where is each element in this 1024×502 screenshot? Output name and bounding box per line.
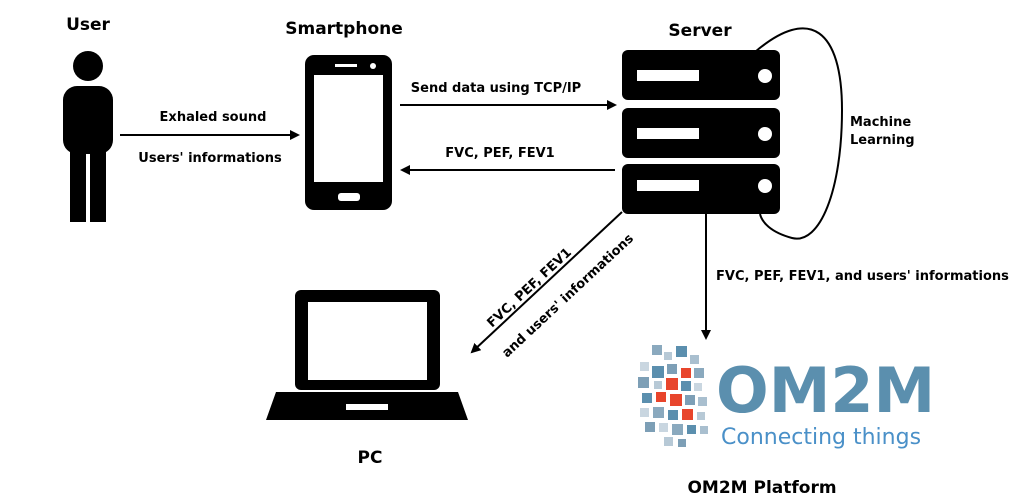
loop-label-1: Machine [850,115,911,130]
user-title: User [66,15,110,35]
smartphone-title: Smartphone [285,19,403,39]
loop-label-2: Learning [850,133,915,148]
server-to-platform-label: FVC, PEF, FEV1, and users' informations [716,269,1009,284]
server-title: Server [668,21,732,41]
laptop-icon [266,290,468,420]
server-to-pc-label-1: FVC, PEF, FEV1 [484,245,574,331]
machine-learning-loop [754,27,844,240]
smartphone-icon [305,55,392,210]
server-to-pc-arrow [470,211,623,354]
logo-mosaic [638,345,708,447]
server-icon [622,50,780,214]
om2m-logo: OM2M Connecting things [638,345,935,450]
pc-title: PC [358,448,383,468]
logo-tagline: Connecting things [721,425,921,450]
user-icon [63,51,113,222]
user-to-phone-label-1: Exhaled sound [160,110,267,125]
platform-title: OM2M Platform [687,478,836,498]
phone-to-server-label: Send data using TCP/IP [411,81,581,96]
logo-text: OM2M [716,354,935,427]
server-to-phone-label: FVC, PEF, FEV1 [445,146,554,161]
user-to-phone-label-2: Users' informations [138,151,282,166]
